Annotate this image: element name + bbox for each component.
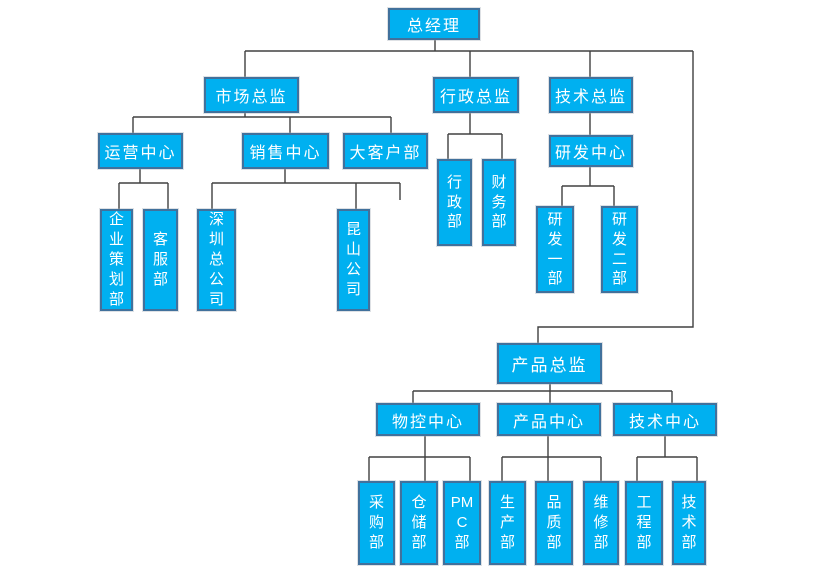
node-tech-center: 技术中心	[613, 403, 717, 436]
node-engineering-dept: 工 程 部	[625, 481, 663, 565]
node-quality-dept: 品 质 部	[535, 481, 573, 565]
connector-materialcenter-children	[368, 436, 471, 481]
node-kunshan-company: 昆 山 公 司	[337, 209, 370, 311]
node-maintenance-dept: 维 修 部	[583, 481, 619, 565]
node-rd-center: 研发中心	[549, 135, 633, 167]
node-operations-center: 运营中心	[98, 133, 183, 169]
node-sales-center: 销售中心	[242, 133, 329, 169]
node-warehouse-dept: 仓 储 部	[400, 481, 438, 565]
connector-admin-children	[447, 113, 503, 159]
node-production-dept: 生 产 部	[489, 481, 526, 565]
node-rd-dept-2: 研 发 二 部	[601, 206, 638, 293]
connector-sales-children	[211, 169, 401, 209]
node-key-account-dept: 大客户部	[343, 133, 428, 169]
node-material-control-center: 物控中心	[376, 403, 480, 436]
node-pmc-dept: PM C 部	[443, 481, 481, 565]
node-rd-dept-1: 研 发 一 部	[536, 206, 574, 293]
connector-productdirector-children	[412, 384, 673, 403]
connector-rdcenter-children	[561, 167, 615, 206]
node-marketing-director: 市场总监	[204, 77, 299, 113]
node-product-director: 产品总监	[497, 343, 602, 384]
node-enterprise-planning-dept: 企 业 策 划 部	[100, 209, 133, 311]
node-technology-dept: 技 术 部	[672, 481, 706, 565]
connector-techcenter-children	[636, 436, 698, 481]
node-shenzhen-hq: 深 圳 总 公 司	[197, 209, 236, 311]
node-ceo: 总经理	[388, 8, 480, 40]
node-product-center: 产品中心	[497, 403, 601, 436]
connector-marketing-children	[132, 113, 392, 133]
node-admin-dept: 行 政 部	[437, 159, 472, 246]
connector-ceo-children	[244, 40, 694, 343]
node-tech-director: 技术总监	[549, 77, 633, 113]
connector-operations-children	[118, 169, 169, 209]
node-customer-service-dept: 客 服 部	[143, 209, 178, 311]
node-finance-dept: 财 务 部	[482, 159, 516, 246]
connector-productcenter-children	[501, 436, 602, 481]
node-purchasing-dept: 采 购 部	[358, 481, 395, 565]
node-admin-director: 行政总监	[433, 77, 519, 113]
